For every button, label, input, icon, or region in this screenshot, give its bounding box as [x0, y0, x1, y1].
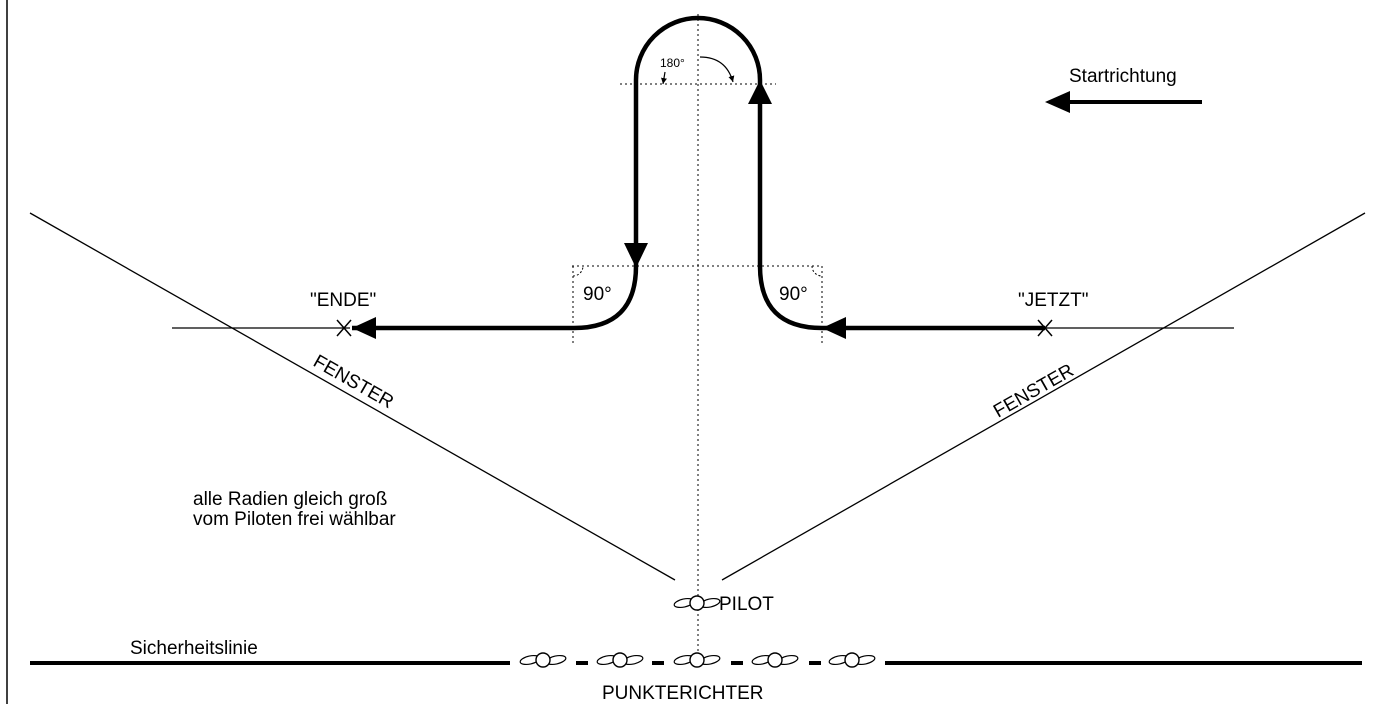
reference-lines — [572, 14, 823, 666]
judge-icon — [672, 652, 722, 668]
now-call-label: "JETZT" — [1018, 290, 1088, 311]
half-loop-indicator — [661, 56, 735, 85]
window-line-left — [29, 212, 676, 581]
half-loop-arrow-icon — [699, 56, 735, 83]
flight-path — [352, 15, 1045, 331]
angle-top-label: 180° — [660, 56, 685, 70]
start-direction-label: Startrichtung — [1069, 66, 1177, 87]
start-direction-arrow-icon — [1045, 91, 1202, 113]
judge-icon — [595, 652, 645, 668]
judge-icon — [750, 652, 800, 668]
flight-path-line — [352, 15, 1045, 331]
pilot-icon — [672, 595, 722, 611]
arrow-descend-down-icon — [624, 243, 648, 268]
angle-mark-right — [811, 265, 823, 277]
radii-note-line1: alle Radien gleich groß — [193, 489, 387, 510]
angle-marks — [572, 265, 823, 277]
angle-mark-left — [572, 265, 584, 277]
safety-line-label: Sicherheitslinie — [130, 638, 258, 659]
window-lines — [29, 212, 1366, 581]
pilot-label: PILOT — [719, 594, 774, 615]
now-marker-icon — [1037, 319, 1053, 337]
end-marker-icon — [336, 319, 352, 337]
flight-arrows — [352, 80, 846, 339]
arrow-exit-left-icon — [352, 317, 376, 339]
judges-label: PUNKTERICHTER — [602, 683, 764, 704]
window-left-label: FENSTER — [310, 351, 397, 413]
window-line-right — [721, 212, 1366, 581]
angle-left-label: 90° — [583, 284, 612, 305]
arrow-climb-up-icon — [748, 80, 772, 104]
judge-icon — [827, 652, 877, 668]
angle-right-label: 90° — [779, 284, 808, 305]
end-call-label: "ENDE" — [310, 290, 376, 311]
radii-note-line2: vom Piloten frei wählbar — [193, 509, 396, 530]
judge-icon — [518, 652, 568, 668]
window-right-label: FENSTER — [990, 360, 1077, 422]
half-loop-small-arrow-icon — [661, 71, 667, 85]
call-markers — [336, 319, 1053, 337]
arrow-entry-left-icon — [822, 317, 846, 339]
judges-group — [518, 652, 877, 668]
